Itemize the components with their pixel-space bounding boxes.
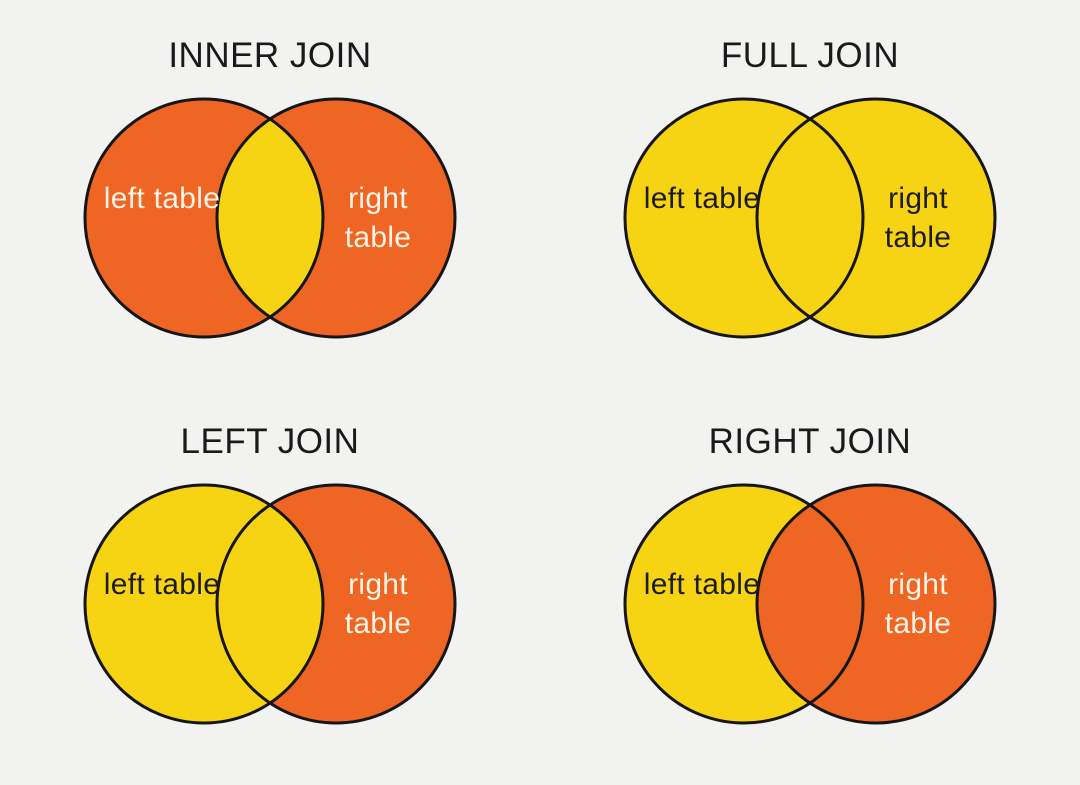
right-table-label: right table <box>884 182 952 254</box>
intersection-lens <box>757 485 863 723</box>
left-circle-outline <box>623 97 865 339</box>
left-join-title: LEFT JOIN <box>180 422 360 461</box>
right-circle-outline <box>215 483 457 725</box>
left-table-label: left table <box>643 568 761 601</box>
diagram-left-join: LEFT JOIN left table right table <box>0 392 540 785</box>
venn-diagram-svg <box>623 483 997 725</box>
right-join-title: RIGHT JOIN <box>708 422 912 461</box>
full-join-venn: left table right table <box>610 88 1010 348</box>
left-circle-outline <box>83 483 325 725</box>
left-table-label: left table <box>103 182 221 215</box>
inner-join-venn: left table right table <box>70 88 470 348</box>
left-table-label: left table <box>643 182 761 215</box>
full-join-title: FULL JOIN <box>720 36 900 75</box>
right-table-label: right table <box>884 568 952 640</box>
left-join-venn: left table right table <box>70 474 470 734</box>
inner-join-title: INNER JOIN <box>168 36 372 75</box>
right-circle-outline <box>215 97 457 339</box>
right-table-label: right table <box>344 568 412 640</box>
right-circle-outline <box>755 483 997 725</box>
right-circle-outline <box>755 97 997 339</box>
right-table-label: right table <box>344 182 412 254</box>
intersection-lens <box>217 99 323 337</box>
venn-diagram-svg <box>623 97 997 339</box>
diagram-full-join: FULL JOIN left table right table <box>540 0 1080 392</box>
intersection-lens <box>217 485 323 723</box>
intersection-lens <box>757 99 863 337</box>
left-table-label: left table <box>103 568 221 601</box>
venn-diagram-svg <box>83 97 457 339</box>
venn-diagram-svg <box>83 483 457 725</box>
left-circle-outline <box>83 97 325 339</box>
right-join-venn: left table right table <box>610 474 1010 734</box>
left-circle-outline <box>623 483 865 725</box>
diagram-inner-join: INNER JOIN left table right table <box>0 0 540 392</box>
diagram-right-join: RIGHT JOIN left table right table <box>540 392 1080 785</box>
